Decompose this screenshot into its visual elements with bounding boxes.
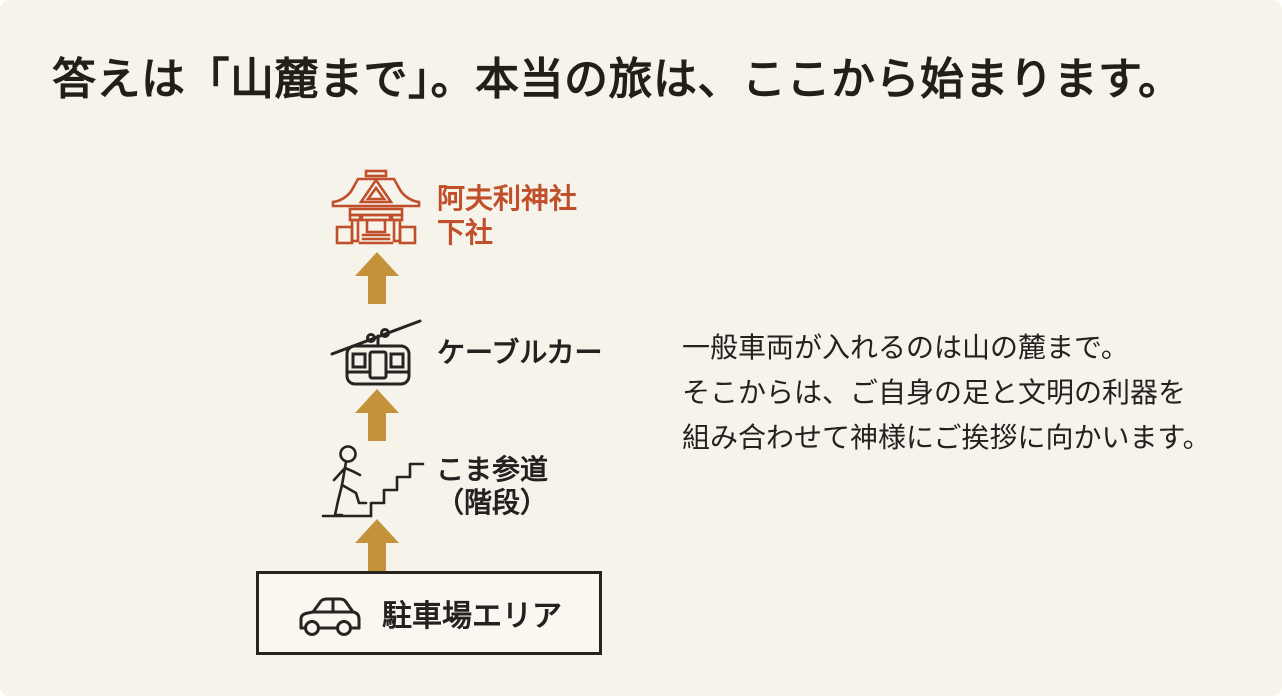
shrine-label-line1: 阿夫利神社	[437, 183, 578, 214]
car-icon	[296, 588, 364, 638]
cablecar-label: ケーブルカー	[437, 337, 603, 368]
up-arrow-icon	[355, 252, 399, 304]
cablecar-icon	[330, 308, 422, 388]
parking-label: 駐車場エリア	[382, 600, 562, 633]
shrine-label-line2: 下社	[437, 217, 494, 248]
stairs-label: こま参道 （階段）	[436, 453, 548, 519]
description-text: 一般車両が入れるのは山の麓まで。 そこからは、ご自身の足と文明の利器を 組み合わ…	[682, 325, 1211, 460]
shrine-icon	[330, 167, 422, 247]
page-title: 答えは「山麓まで」。本当の旅は、ここから始まります。	[52, 55, 1183, 104]
description-line: 一般車両が入れるのは山の麓まで。	[682, 332, 1129, 363]
description-line: 組み合わせて神様にご挨拶に向かいます。	[682, 422, 1211, 453]
shrine-label: 阿夫利神社 下社	[437, 182, 577, 250]
up-arrow-icon	[355, 389, 399, 441]
stairs-icon	[315, 443, 425, 519]
up-arrow-icon	[355, 519, 399, 571]
stairs-label-line1: こま参道	[436, 454, 549, 485]
parking-area-box: 駐車場エリア	[256, 571, 602, 655]
stairs-label-line2: （階段）	[436, 487, 549, 518]
description-line: そこからは、ご自身の足と文明の利器を	[682, 377, 1187, 408]
